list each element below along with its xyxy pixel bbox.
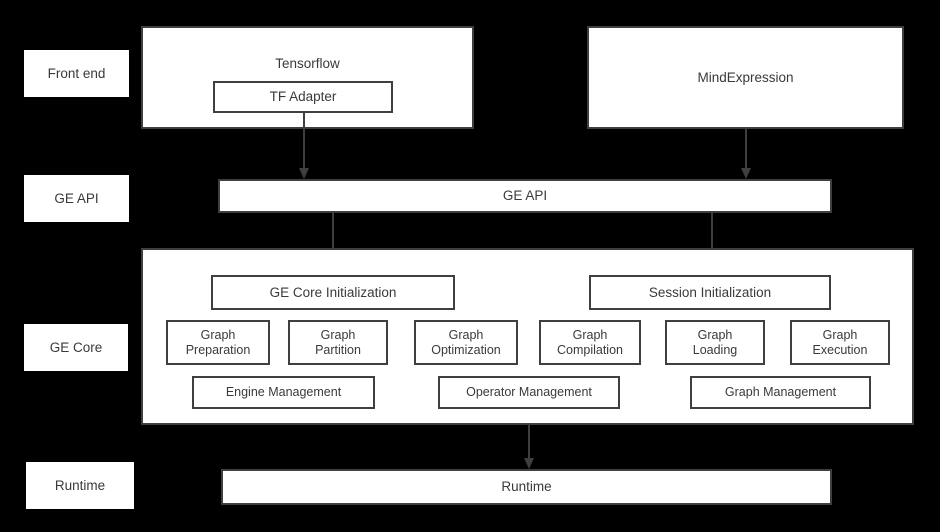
ge-core-initialization-box[interactable]: GE Core Initialization [211, 275, 455, 310]
module-graph-loading-label: Graph Loading [692, 327, 738, 357]
tensorflow-label: Tensorflow [275, 56, 340, 71]
module-operator-management-label: Operator Management [466, 385, 592, 400]
tensorflow-frame: Tensorflow [141, 26, 474, 129]
mindexpression-label: MindExpression [697, 69, 794, 85]
stage-label-front-end-text: Front end [47, 65, 106, 81]
stage-label-runtime-text: Runtime [54, 477, 106, 493]
session-initialization-box[interactable]: Session Initialization [589, 275, 831, 310]
module-graph-execution[interactable]: Graph Execution [790, 320, 890, 365]
runtime-bar[interactable]: Runtime [221, 469, 832, 505]
module-graph-loading[interactable]: Graph Loading [665, 320, 765, 365]
module-graph-preparation[interactable]: Graph Preparation [166, 320, 270, 365]
session-initialization-label: Session Initialization [648, 284, 772, 300]
stage-label-front-end: Front end [24, 50, 129, 97]
tf-adapter-box[interactable]: TF Adapter [213, 81, 393, 113]
module-operator-management[interactable]: Operator Management [438, 376, 620, 409]
module-graph-compilation-label: Graph Compilation [556, 327, 623, 357]
module-graph-execution-label: Graph Execution [812, 327, 868, 357]
module-graph-compilation[interactable]: Graph Compilation [539, 320, 641, 365]
module-graph-optimization-label: Graph Optimization [431, 327, 501, 357]
ge-api-bar-label: GE API [502, 188, 548, 204]
module-engine-management[interactable]: Engine Management [192, 376, 375, 409]
module-engine-management-label: Engine Management [225, 385, 342, 400]
runtime-bar-label: Runtime [501, 479, 552, 495]
stage-label-ge-api: GE API [24, 175, 129, 222]
ge-api-bar[interactable]: GE API [218, 179, 832, 213]
stage-label-runtime: Runtime [26, 462, 134, 509]
module-graph-partition[interactable]: Graph Partition [288, 320, 388, 365]
module-graph-management[interactable]: Graph Management [690, 376, 871, 409]
module-graph-partition-label: Graph Partition [315, 327, 361, 357]
module-graph-management-label: Graph Management [724, 385, 837, 400]
module-graph-preparation-label: Graph Preparation [185, 327, 251, 357]
tf-adapter-label: TF Adapter [269, 89, 337, 105]
mindexpression-frame: MindExpression [587, 26, 904, 129]
stage-label-ge-core-text: GE Core [49, 339, 103, 355]
module-graph-optimization[interactable]: Graph Optimization [414, 320, 518, 365]
ge-core-initialization-label: GE Core Initialization [269, 284, 397, 300]
stage-label-ge-api-text: GE API [54, 190, 99, 206]
stage-label-ge-core: GE Core [24, 324, 128, 371]
